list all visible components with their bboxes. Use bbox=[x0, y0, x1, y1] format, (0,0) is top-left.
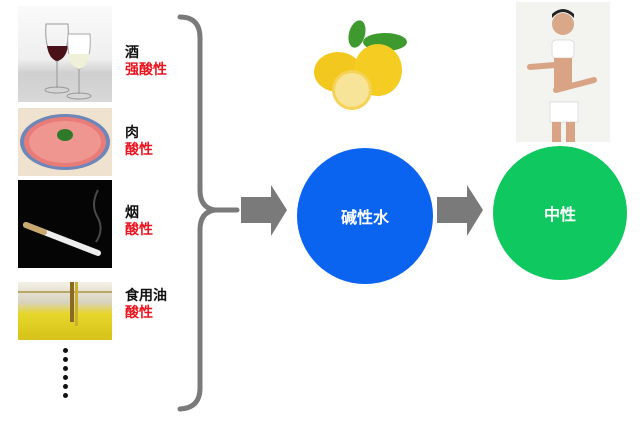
cigarette-image bbox=[18, 180, 112, 268]
item-property: 酸性 bbox=[125, 222, 153, 238]
woman-image bbox=[516, 2, 610, 142]
more-items-ellipsis bbox=[63, 348, 69, 402]
ellipsis-dot bbox=[63, 375, 68, 380]
cooking-oil-image bbox=[18, 282, 112, 340]
item-property: 酸性 bbox=[125, 305, 153, 321]
meat-image bbox=[18, 108, 112, 176]
alkaline-water-label: 碱性水 bbox=[340, 208, 389, 227]
item-name: 烟 bbox=[125, 205, 139, 221]
item-wine-label: 酒 强酸性 bbox=[125, 45, 167, 79]
alkaline-water-circle: 碱性水 bbox=[297, 148, 433, 284]
item-name: 食用油 bbox=[125, 288, 167, 304]
curly-brace-icon bbox=[177, 14, 240, 412]
ellipsis-dot bbox=[63, 357, 68, 362]
item-property: 酸性 bbox=[125, 142, 153, 158]
ellipsis-dot bbox=[63, 366, 68, 371]
item-meat-label: 肉 酸性 bbox=[125, 125, 153, 159]
lemon-image bbox=[302, 12, 412, 112]
neutral-label: 中性 bbox=[543, 205, 576, 224]
item-cigarette-label: 烟 酸性 bbox=[125, 205, 153, 239]
item-property: 强酸性 bbox=[125, 62, 167, 78]
neutral-circle: 中性 bbox=[493, 146, 627, 280]
ellipsis-dot bbox=[63, 348, 68, 353]
item-name: 酒 bbox=[125, 45, 139, 61]
item-cooking-oil-label: 食用油 酸性 bbox=[125, 288, 167, 322]
wine-image bbox=[18, 6, 112, 102]
item-name: 肉 bbox=[125, 125, 139, 141]
ellipsis-dot bbox=[63, 384, 68, 389]
arrow-right-icon bbox=[241, 185, 287, 236]
arrow-right-icon bbox=[437, 185, 483, 236]
ellipsis-dot bbox=[63, 393, 68, 398]
